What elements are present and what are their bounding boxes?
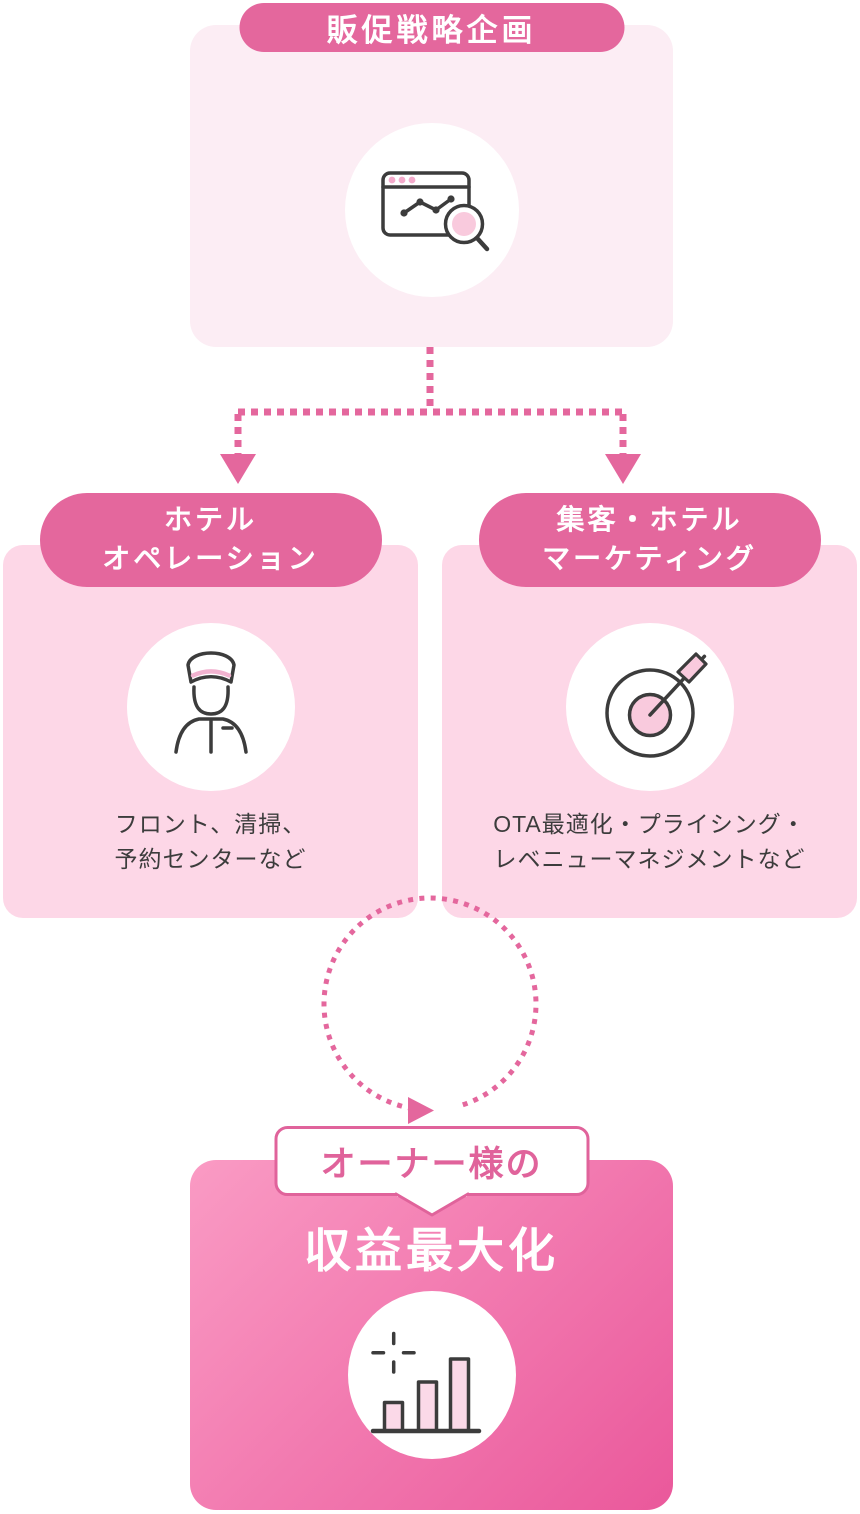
marketing-desc-line2: レベニューマネジメントなど bbox=[493, 845, 806, 872]
hotel-operation-pill: ホテル オペレーション bbox=[39, 493, 382, 587]
cycle-arrowhead-icon bbox=[408, 1097, 434, 1124]
bubble-tail-icon bbox=[394, 1192, 469, 1217]
hotel-operation-title-line2: オペレーション bbox=[102, 543, 319, 574]
owner-label-bubble: オーナー様の bbox=[274, 1126, 589, 1196]
hotel-operation-box: ホテル オペレーション フロント、清掃、 予約センターなど bbox=[3, 493, 418, 918]
revenue-icon-circle bbox=[347, 1291, 516, 1459]
marketing-box: 集客・ホテル マーケティング OTA最適化・プライシング・ レベニューマネジメン… bbox=[442, 493, 857, 918]
marketing-icon-circle bbox=[565, 623, 734, 791]
bar-graph-icon bbox=[370, 1331, 481, 1434]
marketing-title-line1: 集客・ホテル bbox=[556, 504, 743, 536]
marketing-title-line2: マーケティング bbox=[542, 543, 757, 574]
promotion-strategy-icon-circle bbox=[344, 123, 519, 297]
hotel-operation-desc: フロント、清掃、 予約センターなど bbox=[3, 807, 418, 876]
marketing-desc: OTA最適化・プライシング・ レベニューマネジメントなど bbox=[442, 807, 857, 876]
marketing-desc-line1: OTA最適化・プライシング・ bbox=[493, 811, 806, 837]
cycle-arrow bbox=[321, 895, 539, 1124]
concierge-icon bbox=[173, 651, 248, 754]
cycle-dotted-circle bbox=[321, 895, 539, 1111]
promotion-strategy-box: 販促戦略企画 bbox=[190, 3, 673, 347]
hotel-operation-desc-line1: フロント、清掃、 bbox=[114, 811, 307, 837]
browser-analytics-icon bbox=[380, 171, 489, 252]
hotel-operation-icon-circle bbox=[126, 623, 295, 791]
revenue-maximization-title: 収益最大化 bbox=[304, 1224, 559, 1277]
target-dart-icon bbox=[604, 652, 708, 758]
hotel-operation-title-line1: ホテル bbox=[163, 504, 257, 536]
revenue-maximization-box: オーナー様の 収益最大化 bbox=[190, 1126, 673, 1510]
marketing-pill: 集客・ホテル マーケティング bbox=[478, 493, 821, 587]
branch-arrows bbox=[220, 347, 641, 484]
hotel-operation-desc-line2: 予約センターなど bbox=[114, 845, 307, 872]
left-arrowhead-icon bbox=[220, 454, 256, 484]
promotion-strategy-pill: 販促戦略企画 bbox=[239, 3, 624, 52]
right-arrowhead-icon bbox=[605, 454, 641, 484]
owner-label: オーナー様の bbox=[320, 1144, 543, 1184]
promotion-strategy-title: 販促戦略企画 bbox=[326, 13, 537, 48]
